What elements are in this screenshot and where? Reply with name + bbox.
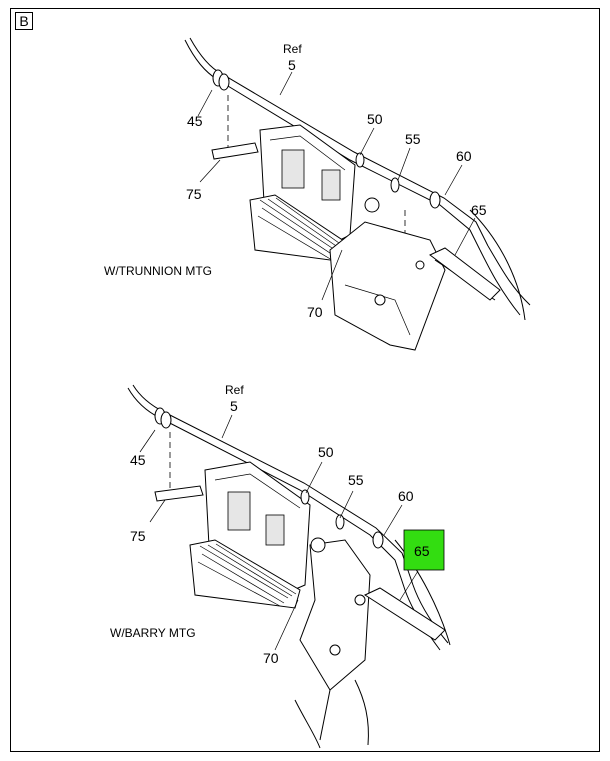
barry-callout-60: 60 — [398, 488, 414, 504]
section-label: B — [15, 12, 33, 30]
barry-callout-75: 75 — [130, 528, 146, 544]
trunnion-callout-5: 5 — [288, 57, 296, 73]
barry-view: Ref 5 45 50 55 60 65 70 75 W/BARRY MTG — [110, 383, 451, 749]
barry-callout-65[interactable]: 65 — [414, 543, 430, 559]
trunnion-callout-65: 65 — [471, 202, 487, 218]
barry-ref-text: Ref — [225, 383, 244, 397]
trunnion-callout-45: 45 — [187, 113, 203, 129]
trunnion-callout-55: 55 — [405, 131, 421, 147]
trunnion-callout-70: 70 — [307, 304, 323, 320]
trunnion-ref-text: Ref — [283, 42, 302, 56]
barry-callout-55: 55 — [348, 472, 364, 488]
trunnion-callout-75: 75 — [186, 186, 202, 202]
diagram-frame — [10, 8, 600, 752]
trunnion-callout-60: 60 — [456, 148, 472, 164]
trunnion-caption: W/TRUNNION MTG — [104, 264, 212, 278]
trunnion-callout-50: 50 — [367, 111, 383, 127]
barry-callout-50: 50 — [318, 444, 334, 460]
barry-callout-5: 5 — [230, 398, 238, 414]
trunnion-view: Ref 5 45 50 55 60 65 70 75 W/TRUNNION MT… — [104, 37, 531, 351]
barry-callout-70: 70 — [263, 650, 279, 666]
barry-caption: W/BARRY MTG — [110, 626, 196, 640]
highlighted-callout-box[interactable] — [403, 529, 445, 571]
barry-callout-45: 45 — [130, 452, 146, 468]
